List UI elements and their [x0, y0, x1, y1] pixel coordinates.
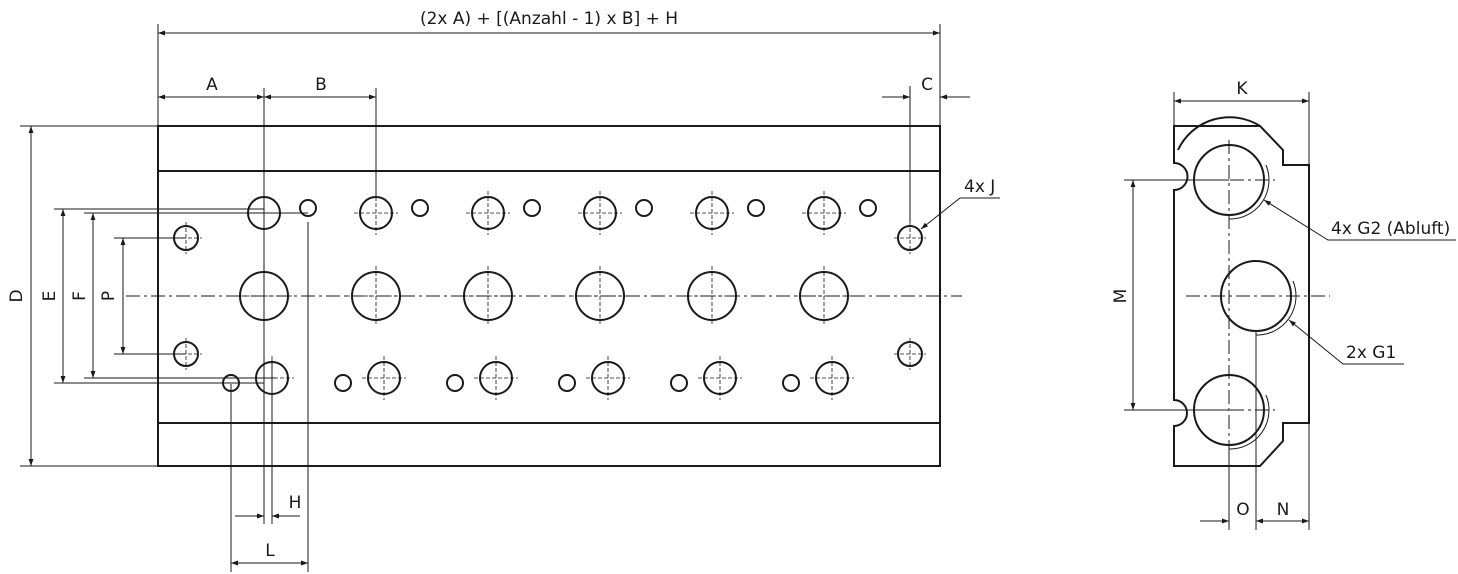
upper-port-centermark — [802, 191, 846, 235]
side-view: K M O N 4x G2 (Abluft) — [1111, 79, 1456, 530]
dim-l-label: L — [265, 541, 275, 561]
upper-port-centermark — [578, 191, 622, 235]
thread-mark-middle — [1255, 280, 1297, 336]
dim-b-label: B — [315, 75, 327, 95]
upper-small-hole — [299, 199, 317, 217]
lower-small-hole — [558, 374, 576, 392]
dimension-m: M — [1111, 179, 1229, 411]
dimension-c: C — [882, 75, 970, 222]
lower-port-centermark — [810, 356, 854, 400]
upper-small-hole — [859, 199, 877, 217]
mounting-hole-centermark — [894, 338, 926, 370]
dimension-k: K — [1173, 79, 1310, 165]
total-length-label: (2x A) + [(Anzahl - 1) x B] + H — [420, 9, 678, 29]
dimension-e: E — [40, 208, 264, 384]
front-view: (2x A) + [(Anzahl - 1) x B] + H A B C D — [7, 9, 1000, 572]
dimension-n: N — [1256, 423, 1310, 530]
upper-port-centermark — [354, 191, 398, 235]
lower-small-hole — [782, 374, 800, 392]
mounting-hole-centermark — [894, 222, 926, 254]
dimension-l: L — [230, 222, 309, 572]
upper-small-hole — [747, 199, 765, 217]
dim-h-label: H — [289, 493, 302, 513]
dimension-o: O — [1200, 330, 1257, 530]
dimension-total-length: (2x A) + [(Anzahl - 1) x B] + H — [157, 9, 941, 126]
dim-n-label: N — [1277, 500, 1290, 520]
upper-small-hole — [635, 199, 653, 217]
dim-e-label: E — [40, 291, 60, 302]
supply-port-centermark — [794, 266, 854, 326]
side-profile-outline — [1173, 125, 1310, 467]
dim-m-label: M — [1111, 289, 1131, 304]
callout-mount-holes: 4x J — [920, 177, 1000, 230]
dimension-d: D — [7, 125, 158, 467]
callout-exhaust-ports: 4x G2 (Abluft) — [1263, 199, 1456, 241]
dim-c-label: C — [921, 75, 933, 95]
lower-port-centermark — [586, 356, 630, 400]
lower-port-centermark — [698, 356, 742, 400]
dim-d-label: D — [7, 289, 27, 302]
dimension-f: F — [70, 212, 308, 379]
supply-port-centermark — [682, 266, 742, 326]
upper-port-centermark — [466, 191, 510, 235]
dim-f-label: F — [70, 291, 90, 301]
callout-supply-ports: 2x G1 — [1288, 319, 1404, 365]
thread-mark-upper — [1228, 164, 1270, 220]
dim-a-label: A — [206, 75, 218, 95]
supply-port-centermark — [458, 266, 518, 326]
dim-o-label: O — [1236, 500, 1249, 520]
thread-mark-lower — [1228, 394, 1270, 450]
supply-port-centermark — [570, 266, 630, 326]
callout-mount-holes-label: 4x J — [964, 177, 995, 197]
upper-small-hole — [523, 199, 541, 217]
upper-bore-edge — [1177, 116, 1261, 151]
dimension-h: H — [235, 180, 301, 524]
dimension-a: A — [158, 75, 265, 198]
callout-supply-label: 2x G1 — [1346, 343, 1396, 363]
supply-port-centermark — [346, 266, 406, 326]
dim-k-label: K — [1236, 79, 1248, 99]
dimension-p: P — [99, 237, 186, 355]
dim-p-label: P — [99, 291, 119, 301]
upper-small-hole — [411, 199, 429, 217]
lower-small-hole — [334, 374, 352, 392]
lower-small-hole — [446, 374, 464, 392]
callout-exhaust-label: 4x G2 (Abluft) — [1331, 219, 1450, 239]
upper-port-centermark — [690, 191, 734, 235]
dimension-b: B — [264, 75, 377, 198]
lower-small-hole — [670, 374, 688, 392]
lower-port-centermark — [362, 356, 406, 400]
manifold-body-outline — [157, 125, 941, 467]
lower-port-centermark — [474, 356, 518, 400]
